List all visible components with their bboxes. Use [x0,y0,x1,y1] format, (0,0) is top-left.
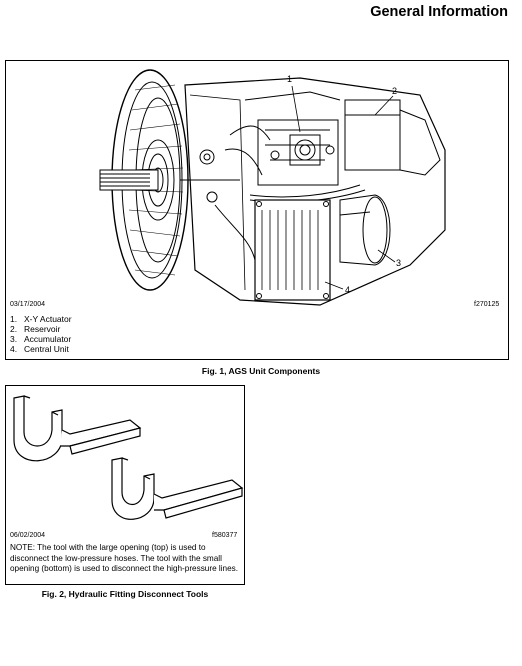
legend-item: 2.Reservoir [10,324,61,334]
figure-1-ref: f270125 [474,301,500,308]
figure-1-date: 03/17/2004 [10,301,46,308]
figure-2-note: NOTE: The tool with the large opening (t… [10,543,239,573]
figure-2-frame [5,385,245,585]
figure-1-frame [5,60,509,360]
figure-2-ref: f580377 [212,532,238,539]
figure-1-caption: Fig. 1, AGS Unit Components [201,366,321,376]
callout-1: 1 [287,74,293,84]
legend-item: 3.Accumulator [10,334,72,344]
callout-3: 3 [396,258,402,268]
callout-2: 2 [392,86,398,96]
legend-item: 1.X-Y Actuator [10,314,72,324]
figure-1-legend: 1.X-Y Actuator 2.Reservoir 3.Accumulator… [10,314,72,354]
page-title: General Information [370,4,508,20]
figure-2-date: 06/02/2004 [10,532,46,539]
callout-4: 4 [345,285,351,295]
legend-item: 4.Central Unit [10,344,69,354]
figure-2-caption: Fig. 2, Hydraulic Fitting Disconnect Too… [41,589,209,599]
